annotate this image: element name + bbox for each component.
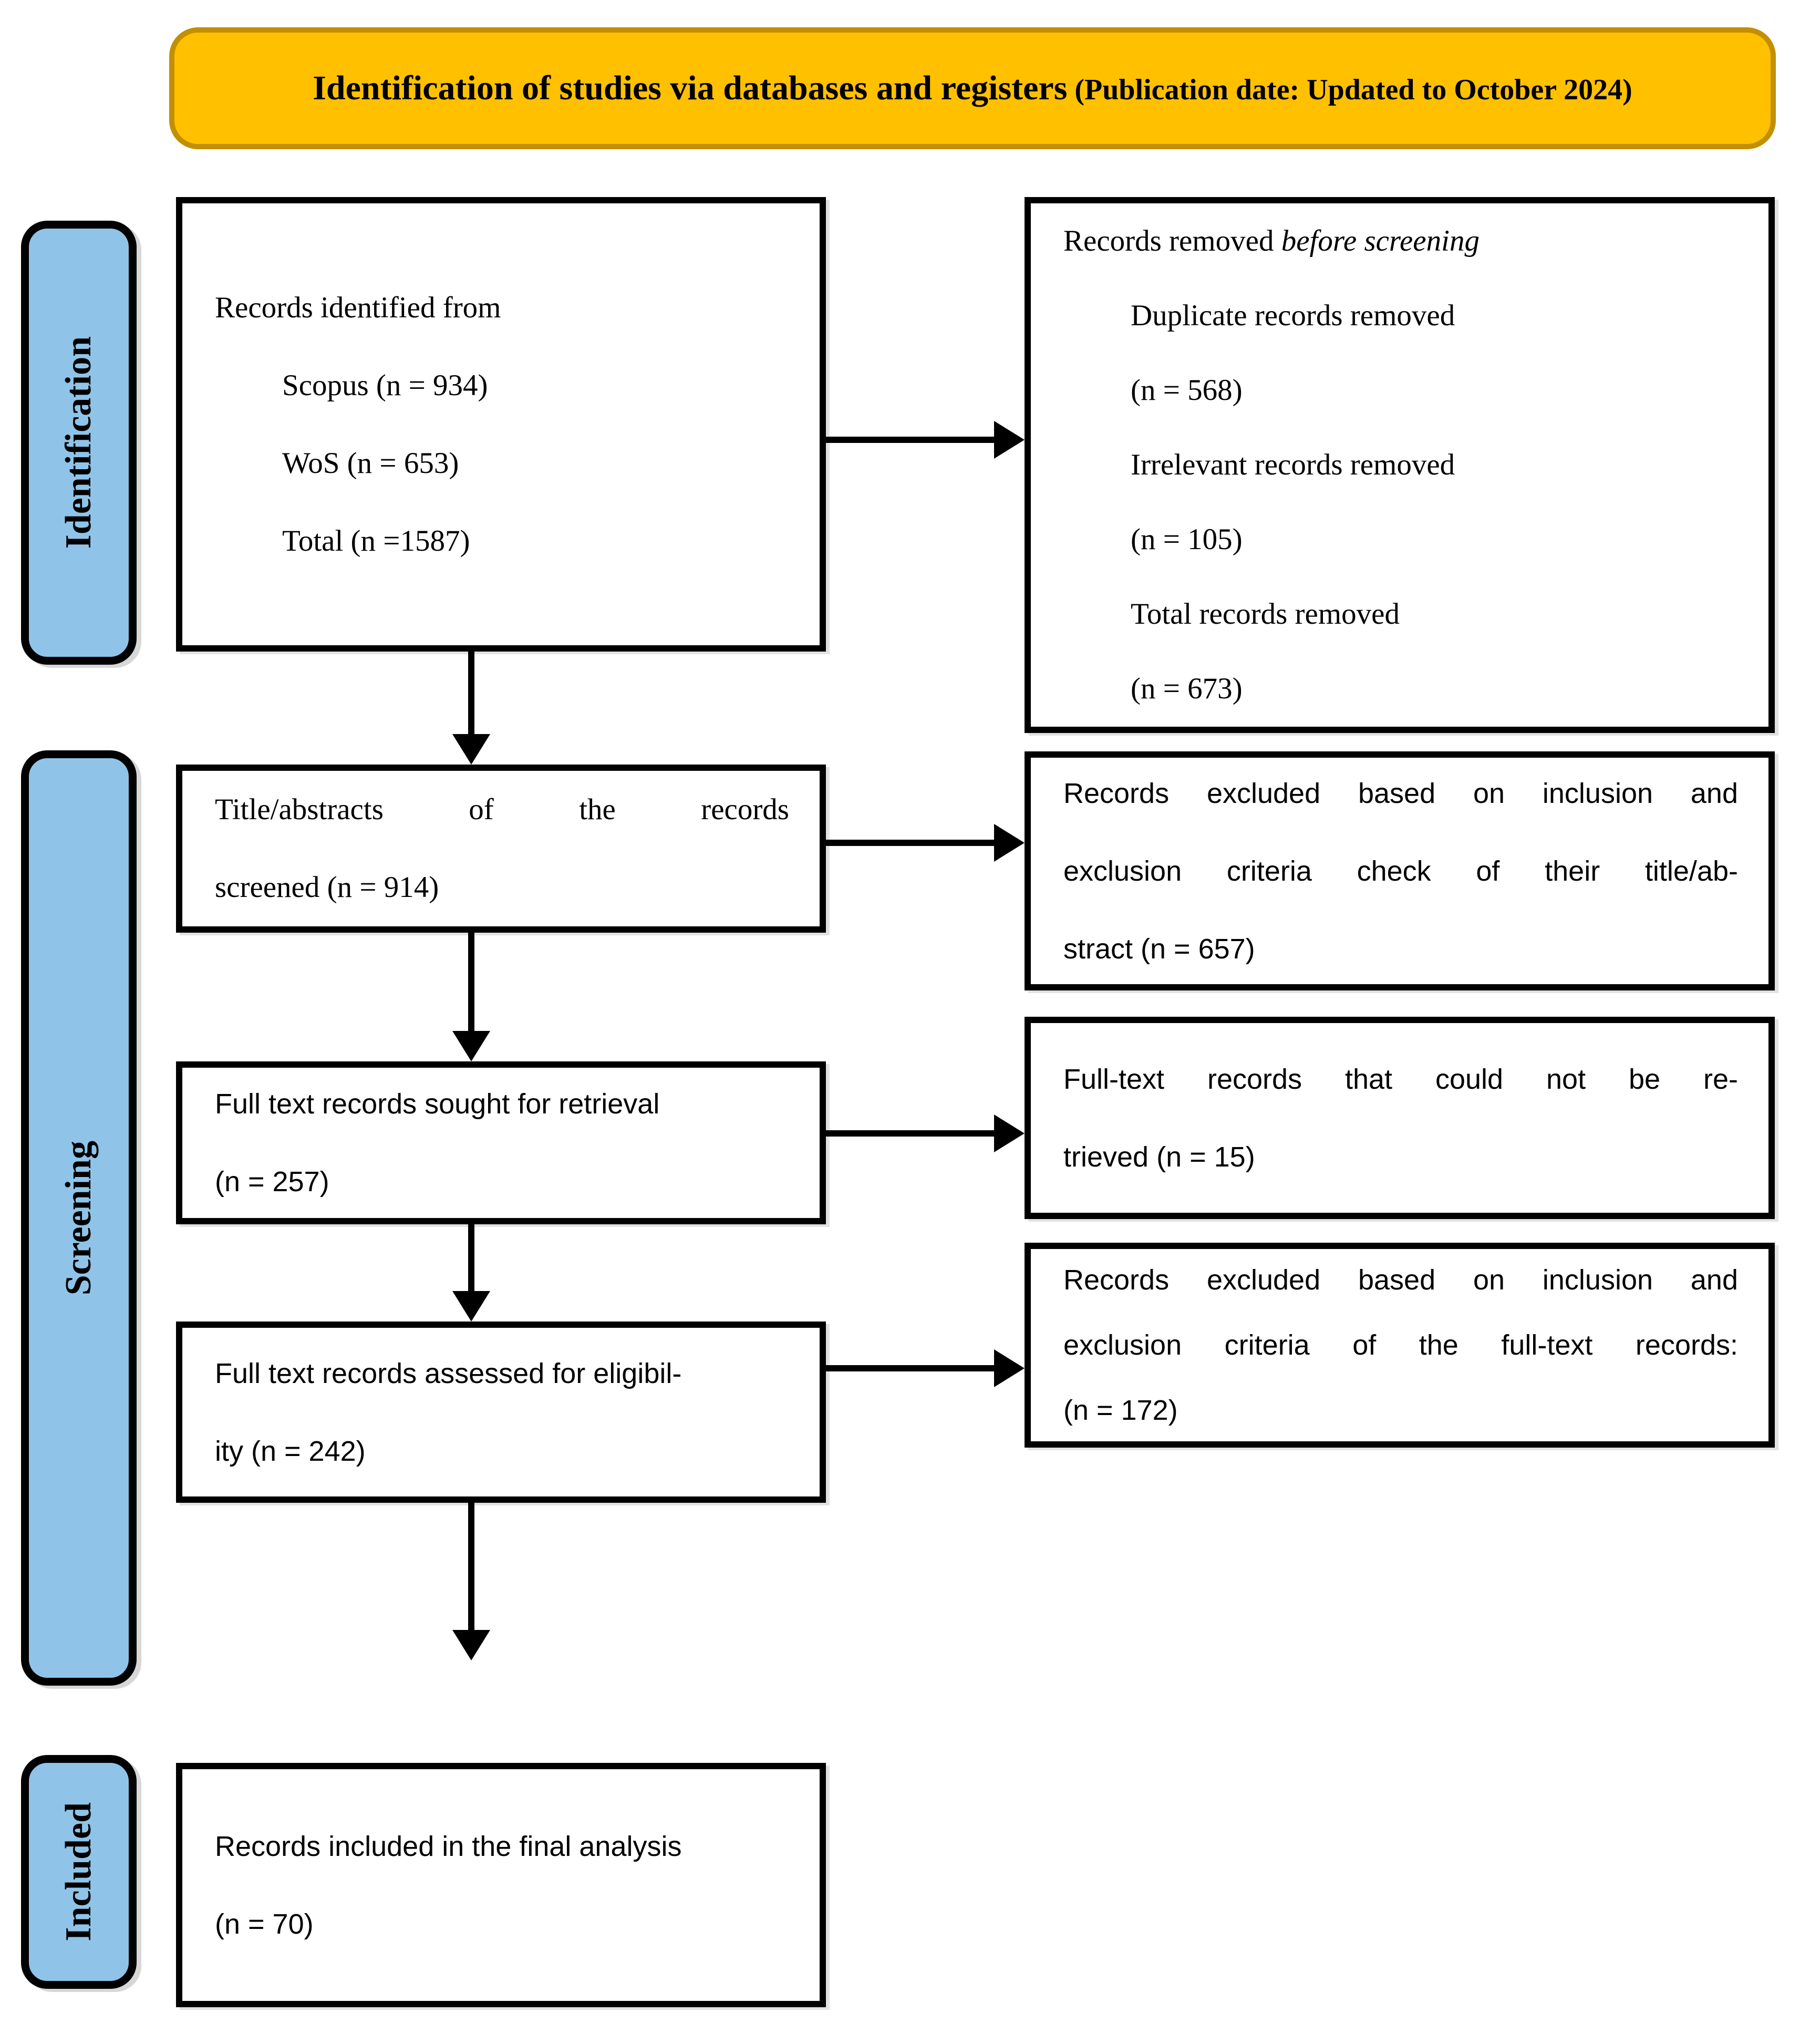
box-line: Records included in the final analysis [215,1830,682,1862]
box-line: Full text records assessed for eligibil- [215,1357,682,1389]
heading-roman: Records removed [1063,224,1281,257]
arrow-screened-to-excluded-line [826,840,996,846]
box-line: Records identified from [215,291,501,324]
arrow-identified-to-screened-line [468,652,474,736]
box-line: screened (n = 914) [215,871,439,904]
arrow-sought-to-assessed-head [452,1291,490,1322]
box-line: Records excluded based on inclusion and [1063,777,1738,809]
box-line: Full text records sought for retrieval [215,1088,660,1120]
box-assessed-for-eligibility: Full text records assessed for eligibil-… [176,1322,826,1503]
box-line: (n = 105) [1131,523,1243,556]
arrow-identified-to-screened-head [452,734,490,765]
box-line: stract (n = 657) [1063,933,1255,965]
arrow-sought-to-notretrieved-line [826,1130,996,1137]
box-line: Records excluded based on inclusion and [1063,1264,1738,1296]
box-excluded-title-abstract: Records excluded based on inclusion and … [1025,751,1775,990]
arrow-screened-to-sought-line [468,933,474,1033]
banner-title: Identification of studies via databases … [313,68,1632,108]
box-line: Duplicate records removed [1131,299,1455,332]
arrow-assessed-to-included-line [468,1503,474,1632]
box-line: (n = 568) [1131,374,1243,407]
box-included-final-analysis: Records included in the final analysis (… [176,1763,826,2007]
arrow-assessed-to-included-head [452,1630,490,1660]
arrow-screened-to-sought-head [452,1031,490,1061]
box-line: Total (n =1587) [282,524,470,558]
arrow-assessed-to-excluded-line [826,1365,996,1371]
banner-title-sub: (Publication date: Updated to October 20… [1067,74,1632,106]
stage-identification-label: Identification [58,336,99,549]
arrow-screened-to-excluded-head [994,824,1025,862]
box-line: Title/abstracts of the records [215,793,789,826]
box-excluded-full-text: Records excluded based on inclusion and … [1025,1243,1775,1448]
box-line: exclusion criteria check of their title/… [1063,855,1738,887]
box-line: WoS (n = 653) [282,446,459,480]
stage-screening-label: Screening [58,1140,99,1296]
box-not-retrieved: Full-text records that could not be re- … [1025,1017,1775,1219]
stage-included: Included [21,1755,137,1989]
box-line: Total records removed [1131,597,1400,631]
heading-italic: before screening [1281,224,1480,257]
stage-included-label: Included [58,1802,99,1942]
banner-title-main: Identification of studies via databases … [313,69,1068,107]
arrow-assessed-to-excluded-head [994,1349,1025,1387]
title-banner: Identification of studies via databases … [169,27,1776,149]
box-line: exclusion criteria of the full-text reco… [1063,1329,1738,1361]
box-line: Irrelevant records removed [1131,448,1455,481]
box-records-removed-before-screening: Records removed before screening Duplica… [1025,197,1775,733]
arrow-sought-to-assessed-line [468,1224,474,1293]
box-line: ity (n = 242) [215,1435,366,1467]
box-line: Full-text records that could not be re- [1063,1063,1738,1095]
box-title-abstracts-screened: Title/abstracts of the records screened … [176,765,826,933]
stage-screening: Screening [21,750,137,1686]
box-line: trieved (n = 15) [1063,1141,1255,1173]
box-sought-for-retrieval: Full text records sought for retrieval (… [176,1061,826,1224]
box-line: (n = 172) [1063,1395,1178,1426]
stage-identification: Identification [21,221,137,665]
arrow-sought-to-notretrieved-head [994,1114,1025,1152]
box-records-identified: Records identified from Scopus (n = 934)… [176,197,826,652]
arrow-identified-to-removed-head [994,421,1025,459]
box-line: (n = 673) [1131,672,1243,705]
box-line: (n = 70) [215,1908,314,1940]
box-line: Scopus (n = 934) [282,368,488,402]
box-line: (n = 257) [215,1166,329,1198]
arrow-identified-to-removed-line [826,437,996,443]
box-line: Records removed before screening [1031,204,1768,278]
